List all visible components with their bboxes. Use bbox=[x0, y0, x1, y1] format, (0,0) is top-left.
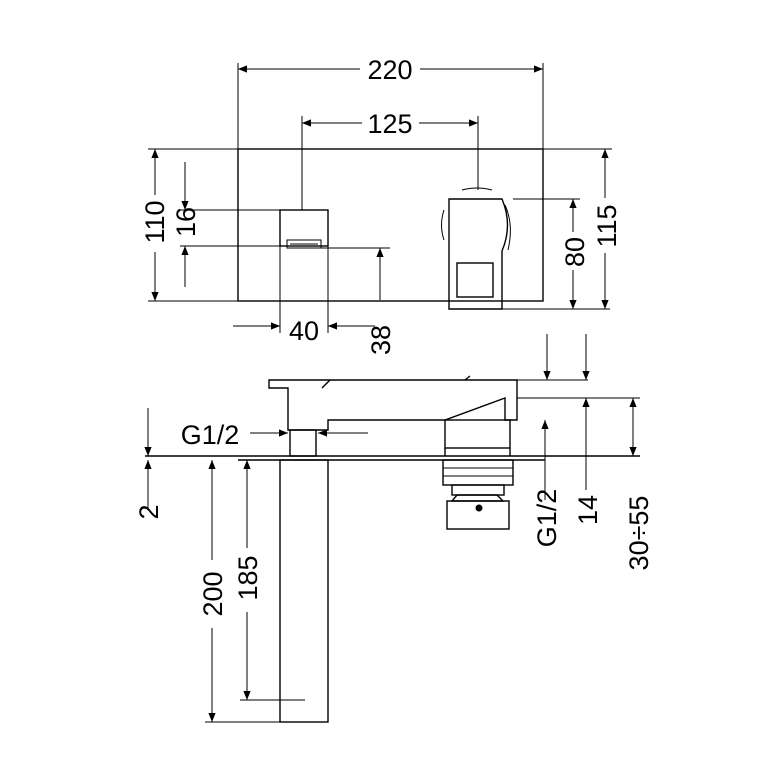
dim-200-label: 200 bbox=[198, 571, 228, 616]
lever-handle bbox=[456, 262, 494, 298]
dim-16-label: 16 bbox=[171, 207, 201, 237]
aerator bbox=[286, 239, 322, 249]
dim-125-label: 125 bbox=[367, 109, 412, 139]
lever-profile bbox=[268, 379, 518, 431]
front-view-dimensions: 220 125 110 16 40 38 80 bbox=[140, 55, 622, 355]
dim-80-label: 80 bbox=[560, 237, 590, 267]
dim-30-55-label: 30÷55 bbox=[624, 496, 654, 571]
cartridge-housing bbox=[444, 419, 511, 449]
thread-left-label: G1/2 bbox=[181, 420, 240, 450]
spout-body bbox=[279, 459, 329, 723]
dim-38-label: 38 bbox=[366, 325, 396, 355]
wall-plate bbox=[237, 148, 544, 302]
thread-sleeve bbox=[442, 459, 514, 486]
dim-185-label: 185 bbox=[233, 555, 263, 600]
lever-body bbox=[448, 198, 509, 310]
side-view-dimensions: G1/2 2 200 185 G1/2 14 30÷55 bbox=[134, 334, 654, 723]
thread-right-label: G1/2 bbox=[532, 489, 562, 548]
dim-2-label: 2 bbox=[134, 504, 164, 519]
spout-outlet bbox=[279, 209, 329, 247]
dim-14-label: 14 bbox=[573, 495, 603, 525]
dim-40-label: 40 bbox=[289, 316, 319, 346]
cartridge-nut bbox=[446, 500, 510, 530]
side-view bbox=[145, 375, 640, 723]
front-view bbox=[237, 148, 544, 310]
spout-connector bbox=[289, 429, 317, 457]
dim-115-label: 115 bbox=[592, 204, 622, 247]
dim-110-label: 110 bbox=[140, 200, 170, 243]
dim-220-label: 220 bbox=[367, 55, 412, 85]
